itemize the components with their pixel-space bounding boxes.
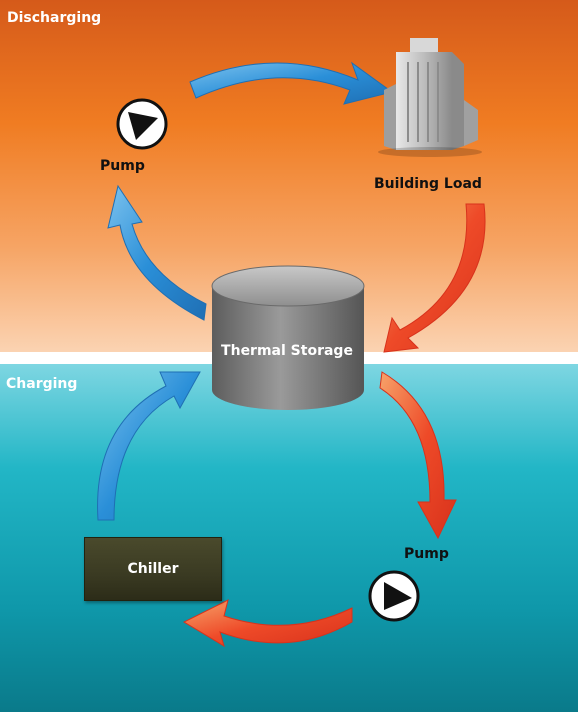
- flow-arrow-pump-to-building: [189, 61, 394, 105]
- storage-tank-icon: [211, 265, 365, 410]
- flow-arrow-pump-to-chiller: [182, 599, 353, 648]
- flow-arrow-storage-to-pump: [107, 184, 207, 321]
- charging-label: Charging: [6, 376, 78, 392]
- chiller-label: Chiller: [127, 561, 179, 577]
- discharging-label: Discharging: [7, 10, 102, 26]
- flow-arrow-storage-to-pump-bottom: [379, 371, 457, 540]
- pump-label-top: Pump: [100, 158, 145, 174]
- building-load-label: Building Load: [374, 176, 482, 192]
- flow-arrow-building-to-storage: [383, 203, 486, 353]
- building-icon: [378, 38, 482, 157]
- flow-arrow-chiller-to-storage: [97, 371, 201, 521]
- pump-icon: [368, 570, 420, 622]
- pump-icon: [116, 98, 168, 150]
- thermal-storage-label: Thermal Storage: [221, 343, 353, 359]
- chiller-unit: Chiller: [84, 537, 222, 601]
- pump-label-bottom: Pump: [404, 546, 449, 562]
